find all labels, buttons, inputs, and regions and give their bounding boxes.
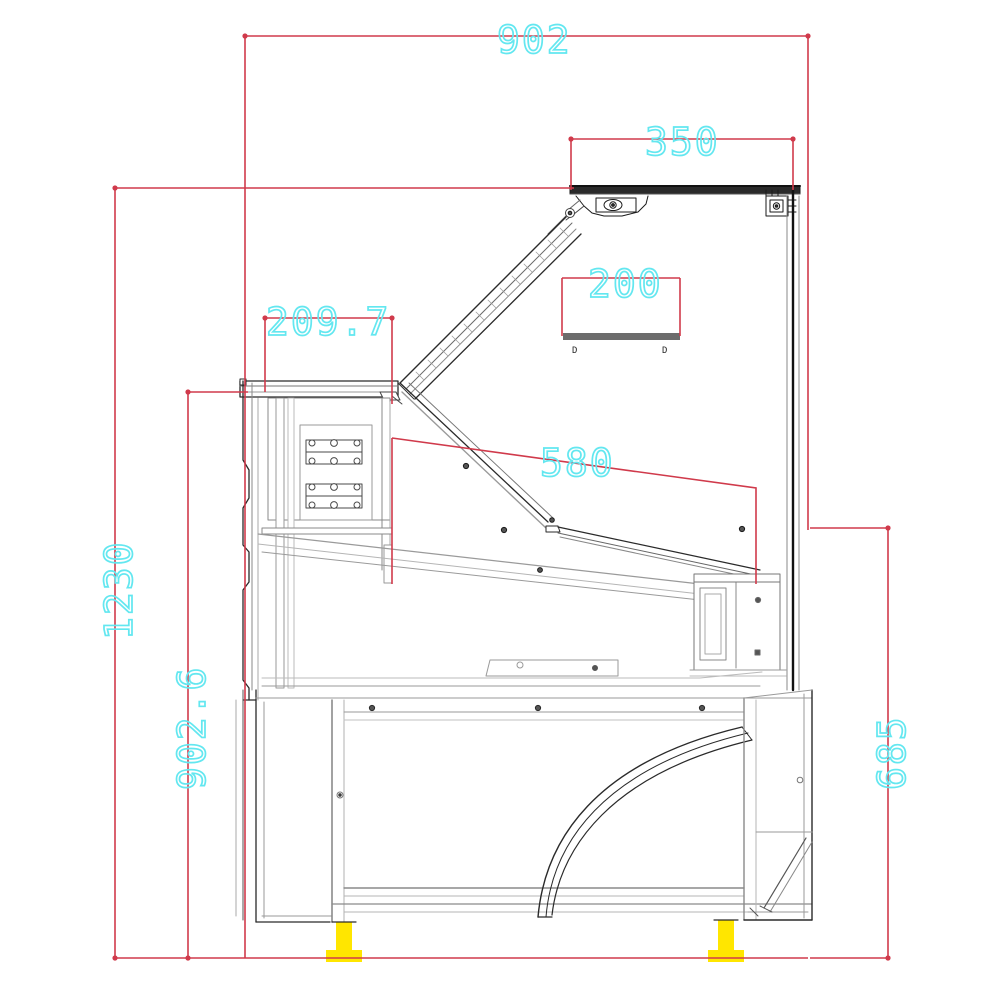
rear-glass-panel	[786, 188, 800, 692]
dimension-label-upper-front-width: 209.7	[266, 300, 390, 344]
glass-hinge	[547, 195, 649, 235]
dimension-upper-front-width	[262, 315, 395, 404]
base-plinth	[235, 689, 244, 921]
dimension-base-height	[810, 525, 891, 961]
leveling-foot-right	[708, 919, 744, 962]
product-geometry	[235, 185, 813, 962]
upper-front-head	[239, 378, 415, 405]
shelf-support-left-mark: D	[572, 346, 577, 356]
dimension-lines	[112, 33, 891, 961]
front-curved-glass	[399, 216, 763, 581]
dimension-label-glass-run: 580	[540, 441, 615, 485]
lower-cabinet	[255, 697, 813, 923]
rear-door	[537, 726, 753, 918]
dimension-shelf-width	[561, 277, 681, 336]
dimension-top-deck-width	[568, 136, 796, 190]
upper-shelf: D D	[563, 333, 680, 356]
rear-corner-hinge	[765, 189, 797, 217]
base-right-panel	[743, 689, 813, 921]
shelf-support-right-mark: D	[662, 346, 667, 356]
top-canopy	[569, 185, 801, 195]
shelf-brackets	[267, 397, 393, 689]
dimension-overall-height	[112, 185, 808, 961]
display-deck	[257, 462, 763, 687]
dimension-label-top-deck-width: 350	[645, 120, 720, 164]
dimension-labels: 902 350 200 209.7 580 1230 902.6 685	[96, 17, 915, 791]
dimension-label-worktop-height: 902.6	[170, 666, 214, 790]
dimension-label-overall-height: 1230	[97, 540, 141, 640]
leveling-foot-left	[326, 921, 362, 962]
dimension-overall-width	[242, 33, 811, 958]
dimension-label-base-height: 685	[870, 715, 914, 790]
dimension-glass-run	[391, 437, 757, 584]
dimension-worktop-height	[185, 389, 248, 961]
left-side-panel	[242, 380, 259, 701]
dimension-label-overall-width: 902	[497, 18, 572, 62]
dimension-label-shelf-width: 200	[588, 262, 663, 306]
evaporator-fan	[689, 573, 787, 677]
